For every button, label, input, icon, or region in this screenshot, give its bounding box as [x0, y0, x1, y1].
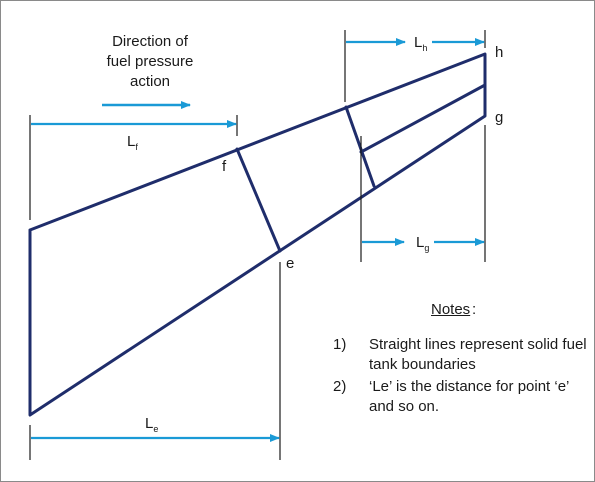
caption-line-3: action	[129, 73, 171, 90]
caption-line-1: Direction of	[112, 33, 188, 50]
dim-label-le: Le	[145, 415, 158, 434]
caption-line-2: fuel pressure	[106, 53, 194, 70]
note-number-1: 1)	[333, 336, 347, 353]
note-item-2: 2) ‘Le’ is the distance for point ‘e’ an…	[333, 377, 583, 419]
tank-boundary-f-e	[235, 147, 282, 253]
note-text-1: Straight lines represent solid fuel tank…	[369, 336, 587, 373]
note-text-2: ‘Le’ is the distance for point ‘e’ and s…	[369, 378, 569, 415]
notes-heading-colon: :	[472, 301, 477, 318]
dim-label-lf: Lf	[127, 133, 138, 152]
tank-boundary-mid	[344, 105, 376, 188]
note-number-2: 2)	[333, 378, 347, 395]
tank-outer-boundary	[28, 52, 487, 417]
dim-label-lh: Lh	[414, 34, 427, 53]
direction-caption: Direction of fuel pressure action	[70, 32, 230, 92]
point-label-g: g	[495, 109, 503, 126]
tank-boundary-inner-g	[359, 83, 487, 154]
dim-label-lg: Lg	[416, 234, 429, 253]
point-label-h: h	[495, 44, 503, 61]
note-item-1: 1) Straight lines represent solid fuel t…	[333, 335, 587, 377]
point-label-e: e	[286, 255, 294, 272]
notes-heading: Notes	[431, 301, 471, 318]
point-label-f: f	[222, 158, 227, 175]
